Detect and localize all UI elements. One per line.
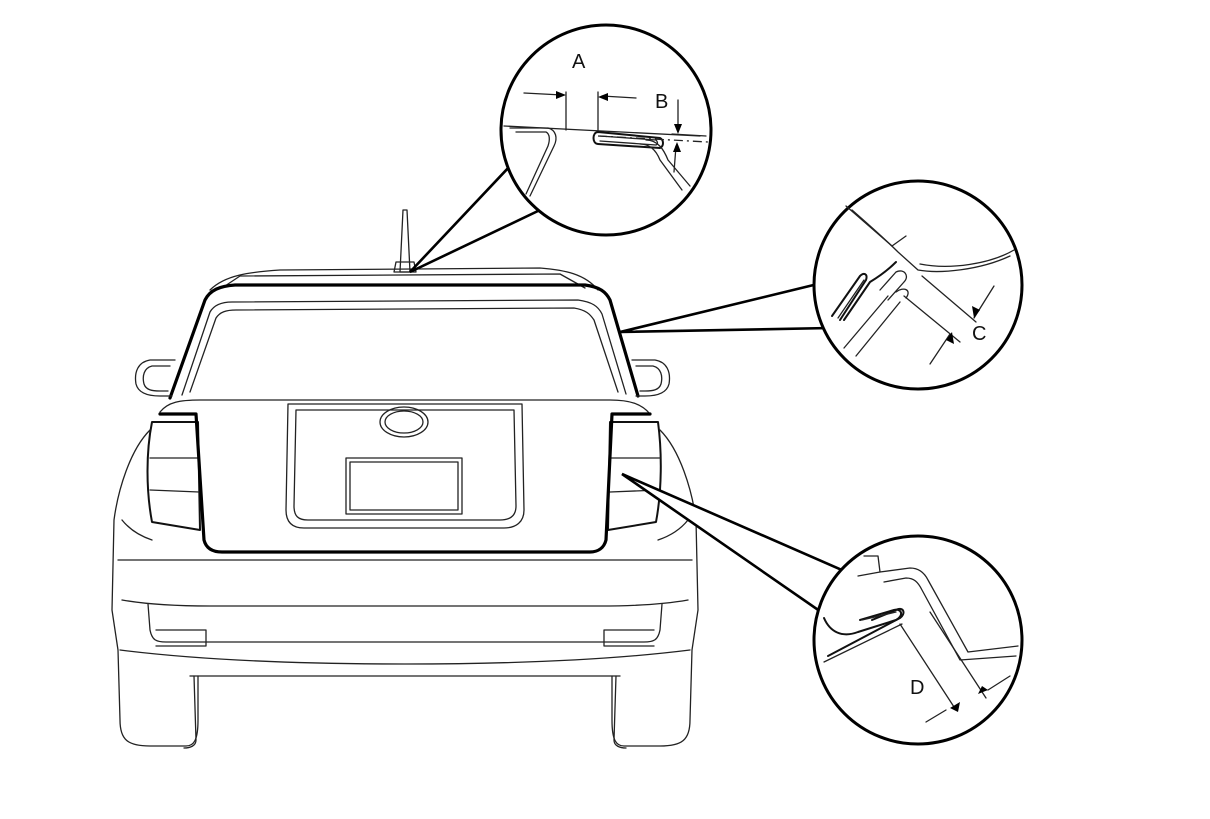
emblem	[379, 406, 429, 438]
label-b: B	[655, 91, 668, 113]
license-plate-recess	[285, 403, 525, 529]
callout-c: C	[619, 179, 1024, 391]
callout-d: D	[621, 472, 1024, 746]
left-tire	[183, 675, 197, 749]
left-taillight	[146, 421, 201, 531]
left-mirror	[134, 359, 176, 397]
rear-window	[181, 299, 627, 396]
right-tire	[613, 675, 627, 749]
antenna	[399, 209, 411, 273]
label-d: D	[910, 677, 924, 699]
roof-outline	[209, 267, 599, 291]
door-lower-edge	[158, 412, 652, 554]
label-a: A	[572, 51, 586, 73]
body-outline	[111, 429, 199, 747]
car-rear-view	[111, 209, 699, 749]
license-plate	[345, 457, 463, 515]
door-upper-edge	[168, 283, 640, 400]
label-c: C	[972, 323, 986, 345]
callout-a-b: A B	[409, 23, 713, 274]
right-mirror	[631, 359, 671, 397]
right-taillight	[607, 421, 662, 531]
